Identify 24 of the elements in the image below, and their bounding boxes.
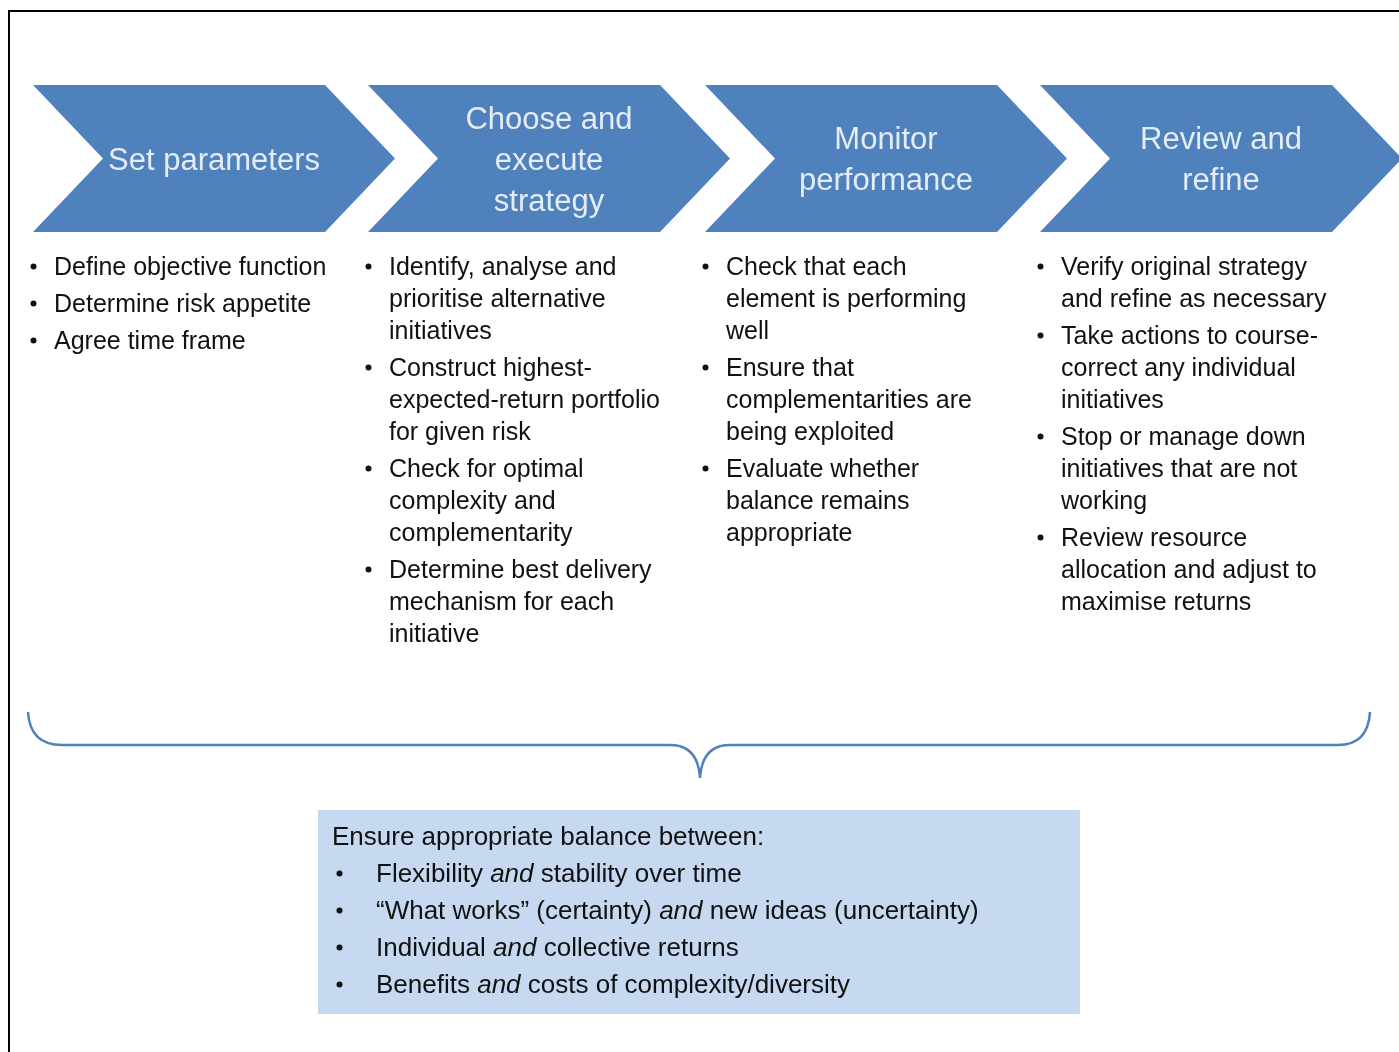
bullet-text: “What works” (certainty) and new ideas (uncertainty) bbox=[332, 892, 1068, 929]
step-title: Choose and execute strategy bbox=[464, 99, 634, 220]
bullet-text: Benefits and costs of complexity/diversity bbox=[332, 966, 1068, 1003]
bullet-text: Check that each element is performing well bbox=[700, 250, 1000, 346]
bullet-text: Ensure that complementarities are being exploited bbox=[700, 351, 1000, 447]
bullet-text: Determine best delivery mechanism for each initiative bbox=[363, 553, 663, 649]
bullet-text: Agree time frame bbox=[28, 324, 328, 356]
bullet-text: Identify, analyse and prioritise alternative initiatives bbox=[363, 250, 663, 346]
bullet-text: Stop or manage down initiatives that are not working bbox=[1035, 420, 1345, 516]
bullet-text: Take actions to course-correct any individual initiatives bbox=[1035, 319, 1345, 415]
bullet-text: Individual and collective returns bbox=[332, 929, 1068, 966]
summary-panel bbox=[318, 810, 1080, 1014]
bullet-text: Check for optimal complexity and complementarity bbox=[363, 452, 663, 548]
step-title: Set parameters bbox=[108, 140, 320, 179]
bullet-text: Flexibility and stability over time bbox=[332, 855, 1068, 892]
step-title: Monitor performance bbox=[798, 119, 974, 199]
bullet-text: Evaluate whether balance remains appropriate bbox=[700, 452, 1000, 548]
bullet-text: Verify original strategy and refine as necessary bbox=[1035, 250, 1345, 314]
panel-heading: Ensure appropriate balance between: bbox=[332, 820, 766, 853]
bullet-text: Define objective function bbox=[28, 250, 328, 282]
bullet-text: Review resource allocation and adjust to maximise returns bbox=[1035, 521, 1345, 617]
step-title: Review and refine bbox=[1139, 119, 1303, 199]
bullet-text: Determine risk appetite bbox=[28, 287, 328, 319]
bullet-text: Construct highest-expected-return portfolio for given risk bbox=[363, 351, 663, 447]
